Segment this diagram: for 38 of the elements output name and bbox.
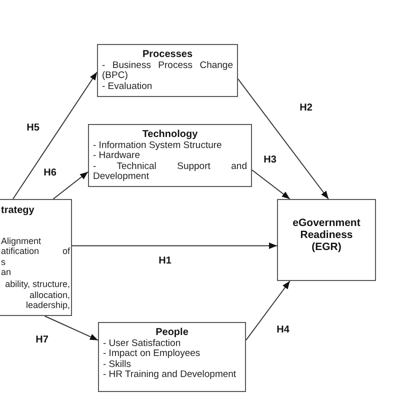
arrow	[12, 72, 98, 200]
box-text: - Business Process Change (BPC)	[102, 60, 233, 82]
box-text: - Technical Support and Development	[93, 162, 247, 183]
arrow	[246, 280, 290, 341]
edge-label: H2	[300, 102, 312, 114]
box-text: ability, structure, allocation, leadership,	[4, 278, 70, 311]
edge-label: H4	[276, 324, 290, 336]
box-text: - HR Training and Development	[103, 370, 238, 381]
box-text: - Evaluation	[102, 82, 154, 92]
arrow	[44, 316, 98, 341]
arrow	[52, 171, 88, 200]
box-text: s	[1, 256, 6, 268]
box-title: eGovernment Readiness (EGR)	[292, 217, 362, 253]
process-box	[88, 124, 252, 187]
box-text: - Information System Structure	[93, 140, 223, 151]
box-text: atification of	[1, 246, 70, 257]
box-title: Processes	[141, 50, 194, 61]
edge-label: H5	[26, 122, 40, 134]
box-title: People	[154, 328, 190, 339]
arrow	[72, 242, 278, 249]
edge-label: H6	[44, 168, 56, 178]
process-box	[98, 322, 246, 392]
box-text: - Impact on Employees	[103, 349, 202, 360]
box-title: trategy	[1, 206, 36, 217]
arrow	[238, 78, 329, 200]
box-text: Alignment	[1, 236, 42, 246]
box-text: - Skills	[103, 360, 132, 370]
box-text: - Hardware	[93, 151, 141, 162]
process-box	[0, 199, 72, 316]
edge-label: H1	[158, 256, 172, 266]
outcome-box	[277, 199, 376, 281]
edge-label: H7	[36, 334, 48, 346]
box-text: an	[1, 267, 12, 278]
edge-label: H3	[264, 154, 276, 166]
box-text: - User Satisfaction	[103, 338, 182, 349]
box-title: Technology	[141, 130, 199, 141]
process-box	[97, 44, 238, 97]
arrow	[252, 170, 290, 200]
